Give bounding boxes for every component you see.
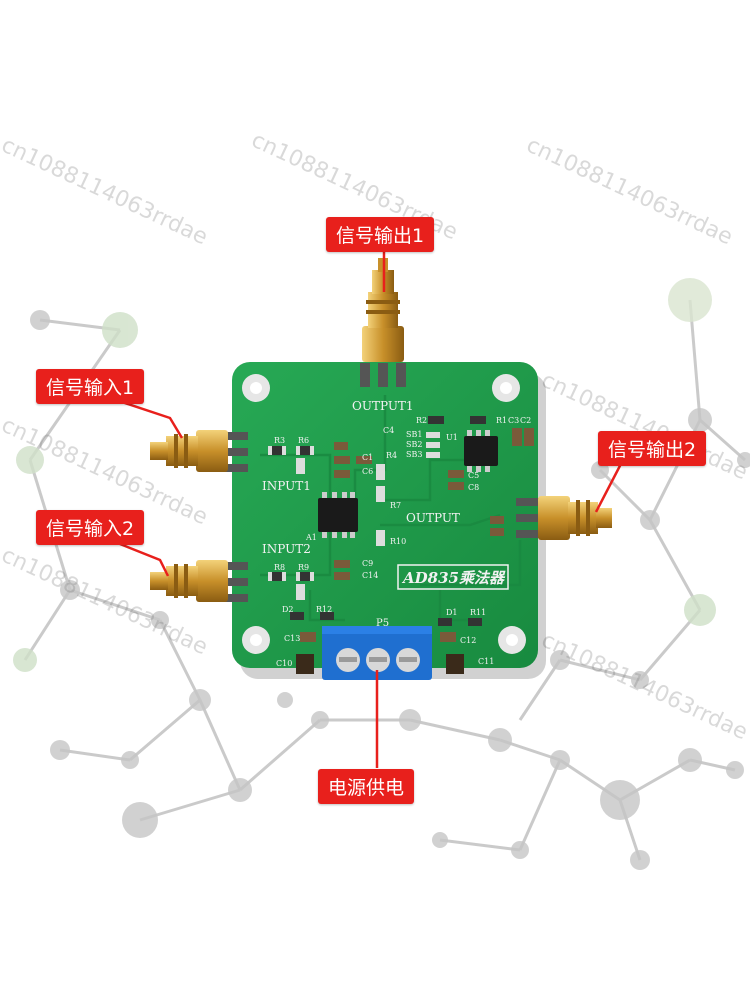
network-background bbox=[23, 299, 746, 861]
svg-text:C6: C6 bbox=[362, 467, 373, 476]
svg-text:R2: R2 bbox=[416, 416, 427, 425]
svg-text:C13: C13 bbox=[284, 634, 300, 643]
sma-input2-connector bbox=[150, 560, 248, 602]
svg-text:R8: R8 bbox=[274, 563, 285, 572]
svg-text:AD835乘法器: AD835乘法器 bbox=[401, 569, 506, 587]
u1-chip bbox=[464, 430, 498, 472]
svg-text:R6: R6 bbox=[298, 436, 309, 445]
svg-text:SB3: SB3 bbox=[406, 450, 422, 459]
svg-text:cn1088114063rrdae: cn1088114063rrdae bbox=[537, 368, 750, 485]
svg-text:R7: R7 bbox=[390, 501, 401, 510]
svg-text:C4: C4 bbox=[383, 426, 394, 435]
svg-text:C12: C12 bbox=[460, 636, 476, 645]
svg-text:SB2: SB2 bbox=[406, 440, 422, 449]
smd-components bbox=[268, 416, 534, 674]
ad835-chip bbox=[318, 492, 358, 538]
svg-text:cn1088114063rrdae: cn1088114063rrdae bbox=[0, 133, 211, 250]
power-terminal bbox=[322, 626, 432, 680]
callout-lines bbox=[109, 246, 626, 768]
svg-text:R9: R9 bbox=[298, 563, 309, 572]
silkscreen-labels: OUTPUT1 OUTPUT INPUT1 INPUT2 P5 R3 R6 R8… bbox=[262, 399, 531, 668]
network-nodes bbox=[13, 278, 750, 870]
label-input2: INPUT2 bbox=[262, 542, 311, 556]
svg-text:R4: R4 bbox=[386, 451, 397, 460]
svg-text:C3: C3 bbox=[508, 416, 519, 425]
label-p5: P5 bbox=[376, 618, 389, 629]
pcb-board bbox=[232, 362, 538, 668]
svg-text:C11: C11 bbox=[478, 657, 494, 666]
svg-text:D1: D1 bbox=[446, 608, 458, 617]
svg-text:R12: R12 bbox=[316, 605, 332, 614]
svg-text:C5: C5 bbox=[468, 471, 479, 480]
svg-text:C9: C9 bbox=[362, 559, 373, 568]
svg-text:cn1088114063rrdae: cn1088114063rrdae bbox=[537, 628, 750, 745]
svg-text:SB1: SB1 bbox=[406, 430, 422, 439]
svg-text:cn1088114063rrdae: cn1088114063rrdae bbox=[0, 543, 211, 660]
svg-text:R10: R10 bbox=[390, 537, 406, 546]
callout-signal-input1: 信号输入1 bbox=[36, 369, 145, 404]
svg-text:D2: D2 bbox=[282, 605, 294, 614]
label-input1: INPUT1 bbox=[262, 479, 311, 493]
board-logo: AD835乘法器 bbox=[397, 564, 509, 590]
svg-text:U1: U1 bbox=[446, 433, 458, 442]
callout-signal-output1: 信号输出1 bbox=[326, 217, 435, 252]
callout-signal-output2: 信号输出2 bbox=[598, 431, 707, 466]
svg-text:R3: R3 bbox=[274, 436, 285, 445]
svg-text:C8: C8 bbox=[468, 483, 479, 492]
svg-text:C14: C14 bbox=[362, 571, 378, 580]
sma-input1-connector bbox=[150, 430, 248, 472]
sma-output2-connector bbox=[516, 496, 612, 540]
mounting-holes bbox=[242, 374, 526, 654]
svg-text:cn1088114063rrdae: cn1088114063rrdae bbox=[522, 133, 736, 250]
svg-text:R11: R11 bbox=[470, 608, 486, 617]
svg-text:R1: R1 bbox=[496, 416, 507, 425]
svg-text:A1: A1 bbox=[305, 533, 317, 542]
svg-text:C10: C10 bbox=[276, 659, 292, 668]
callout-signal-input2: 信号输入2 bbox=[36, 510, 145, 545]
label-output2: OUTPUT bbox=[406, 511, 460, 525]
svg-text:C2: C2 bbox=[520, 416, 531, 425]
callout-power-supply: 电源供电 bbox=[318, 769, 415, 804]
label-output1: OUTPUT1 bbox=[352, 399, 414, 413]
svg-text:C1: C1 bbox=[362, 453, 373, 462]
